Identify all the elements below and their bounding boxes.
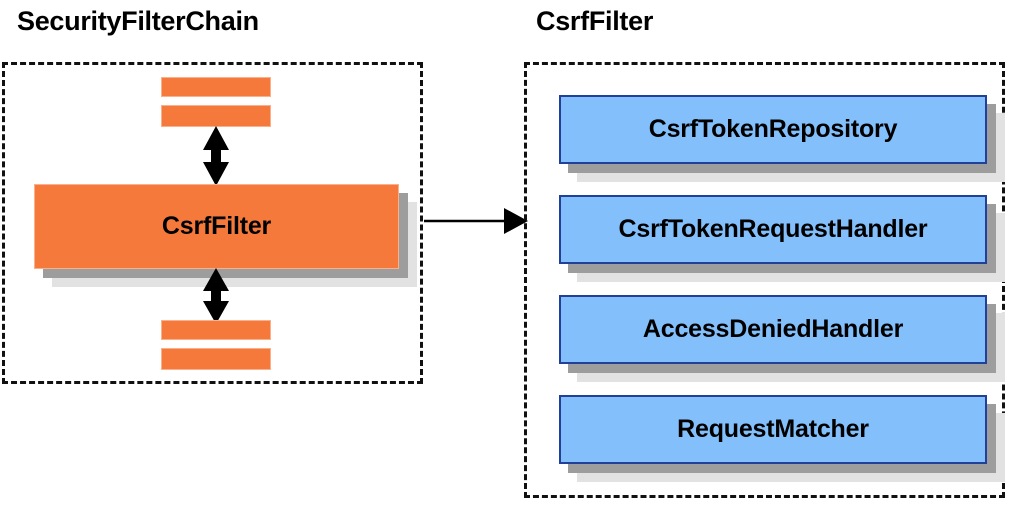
filter-bar-top-1: [161, 77, 271, 97]
panel-security-filter-chain: [2, 62, 423, 384]
filter-bar-top-2: [161, 105, 271, 127]
filter-bar-bottom-2: [161, 348, 271, 370]
box-face: CsrfTokenRepository: [559, 95, 987, 164]
box-face: RequestMatcher: [559, 395, 987, 464]
box-csrftokenrequesthandler[interactable]: CsrfTokenRequestHandler: [559, 195, 1005, 282]
box-label: RequestMatcher: [677, 415, 869, 443]
box-accessdeniedhandler[interactable]: AccessDeniedHandler: [559, 295, 1005, 382]
double-arrow-down-icon: [199, 268, 233, 324]
box-label: CsrfTokenRequestHandler: [618, 215, 928, 243]
panel-title-security-filter-chain: SecurityFilterChain: [17, 6, 259, 36]
panel-title-csrf-filter: CsrfFilter: [536, 6, 654, 36]
connector-arrow-right-icon: [424, 206, 534, 236]
box-csrffilter[interactable]: CsrfFilter: [34, 184, 417, 287]
box-face: AccessDeniedHandler: [559, 295, 987, 364]
double-arrow-up-icon: [199, 126, 233, 186]
box-label: CsrfFilter: [161, 212, 272, 240]
box-requestmatcher[interactable]: RequestMatcher: [559, 395, 1005, 482]
filter-bar-bottom-1: [161, 320, 271, 340]
box-label: CsrfTokenRepository: [648, 115, 898, 143]
box-csrftokenrepository[interactable]: CsrfTokenRepository: [559, 95, 1005, 182]
box-face: CsrfTokenRequestHandler: [559, 195, 987, 264]
box-face: CsrfFilter: [34, 184, 399, 269]
box-label: AccessDeniedHandler: [642, 315, 904, 343]
